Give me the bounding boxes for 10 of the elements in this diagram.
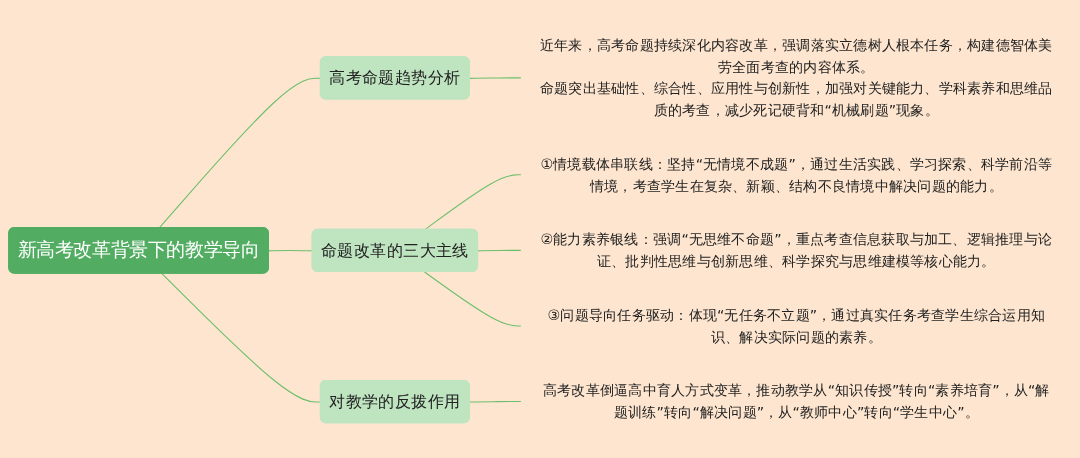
connector [424,174,522,231]
connector [477,249,522,252]
node-text: ③问题导向任务驱动：体现“无任务不立题”，通过真实任务考查学生综合运用知识、解决实际问题的素养。 [547,306,1046,345]
node-text: ①情境载体串联线：坚持“无情境不成题”，通过生活实践、学习探索、科学前沿等情境，考查学生在复杂、新颖、结构不良情境中解决问题的能力。 [540,155,1053,194]
connector [424,271,522,327]
node-text: 近年来，高考命题持续深化内容改革，强调落实立德树人根本任务，构建德智体美劳全面考查的内容体系。 命题突出基础性、综合性、应用性与创新性，加强对关键能力、学科素养和思维品质的考查，减少死记硬背和“机械刷题”现象。 [540,37,1053,118]
connector [469,77,522,79]
connector [469,400,522,403]
node-text: 高考改革倒逼高中育人方式变革，推动教学从“知识传授”转向“素养培育”，从“解题训练”转向“解决问题”，从“教师中心”转向“学生中心”。 [542,382,1050,421]
node-text: ②能力素养银线：强调“无思维不命题”，重点考查信息获取与加工、逻辑推理与论证、批判性思维与创新思维、科学探究与思维建模等核心能力。 [540,231,1053,269]
